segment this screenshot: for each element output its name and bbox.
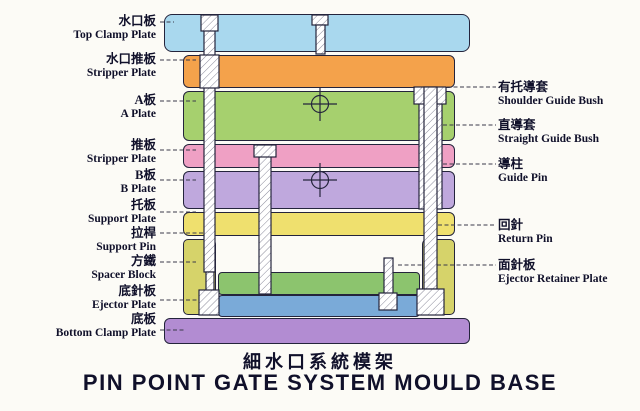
label-cn: 底板 [130,312,156,326]
ejector-plate [218,295,420,317]
label-ejector-plate: 底針板 Ejector Plate [92,284,156,312]
label-runner-stripper-plate: 水口推板 Stripper Plate [87,52,156,80]
label-cn: 有托導套 [498,80,549,94]
label-cn: 直導套 [498,118,536,132]
label-en: Ejector Retainer Plate [498,273,608,285]
label-en: Straight Guide Bush [498,133,599,145]
label-straight-guide-bush: 直導套 Straight Guide Bush [498,118,599,146]
label-cn: B板 [135,168,156,182]
label-top-clamp-plate: 水口板 Top Clamp Plate [73,14,156,42]
title-english: PIN POINT GATE SYSTEM MOULD BASE [82,370,558,395]
label-cn: 拉桿 [130,226,156,240]
label-cn: 水口推板 [105,52,156,66]
label-en: Spacer Block [91,269,156,281]
top-clamp-plate [164,14,470,52]
label-spacer-block: 方鐵 Spacer Block [91,254,156,282]
spacer-block-right [422,239,455,315]
label-en: Support Pin [96,241,156,253]
label-en: Stripper Plate [86,67,156,79]
a-plate [183,91,455,141]
title-chinese: 細水口系統模架 [243,352,397,372]
label-cn: A板 [134,93,156,107]
support-plate [183,212,455,236]
label-support-pin: 拉桿 Support Pin [96,226,156,254]
label-en: Shoulder Guide Bush [498,95,604,107]
label-cn: 托板 [130,198,156,212]
label-en: Support Plate [87,213,156,225]
label-shoulder-guide-bush: 有托導套 Shoulder Guide Bush [498,80,603,108]
label-cn: 水口板 [118,14,156,28]
label-guide-pin: 導柱 Guide Pin [498,157,548,185]
label-en: Guide Pin [498,172,548,184]
label-b-plate: B板 B Plate [121,168,156,196]
runner-stripper-plate [183,55,455,88]
label-en: Bottom Clamp Plate [55,327,156,339]
ejector-retainer-plate [218,272,420,295]
label-cn: 回針 [498,218,524,232]
label-ejector-retainer-plate: 面針板 Ejector Retainer Plate [498,258,607,286]
label-stripper-plate: 推板 Stripper Plate [87,138,156,166]
label-en: Return Pin [498,233,553,245]
bottom-clamp-plate [164,318,470,344]
label-cn: 底針板 [118,284,156,298]
label-a-plate: A板 A Plate [121,93,156,121]
label-cn: 推板 [130,138,156,152]
label-en: Top Clamp Plate [73,29,156,41]
spacer-block-left [183,239,216,315]
label-en: B Plate [120,183,156,195]
label-en: Ejector Plate [92,299,156,311]
label-cn: 面針板 [498,258,536,272]
label-return-pin: 回針 Return Pin [498,218,553,246]
label-support-plate: 托板 Support Plate [88,198,156,226]
stripper-plate [183,144,455,168]
label-en: Stripper Plate [86,153,156,165]
label-cn: 方鐵 [130,254,156,268]
label-cn: 導柱 [498,157,524,171]
label-bottom-clamp-plate: 底板 Bottom Clamp Plate [56,312,156,340]
label-en: A Plate [120,108,156,120]
b-plate [183,171,455,209]
